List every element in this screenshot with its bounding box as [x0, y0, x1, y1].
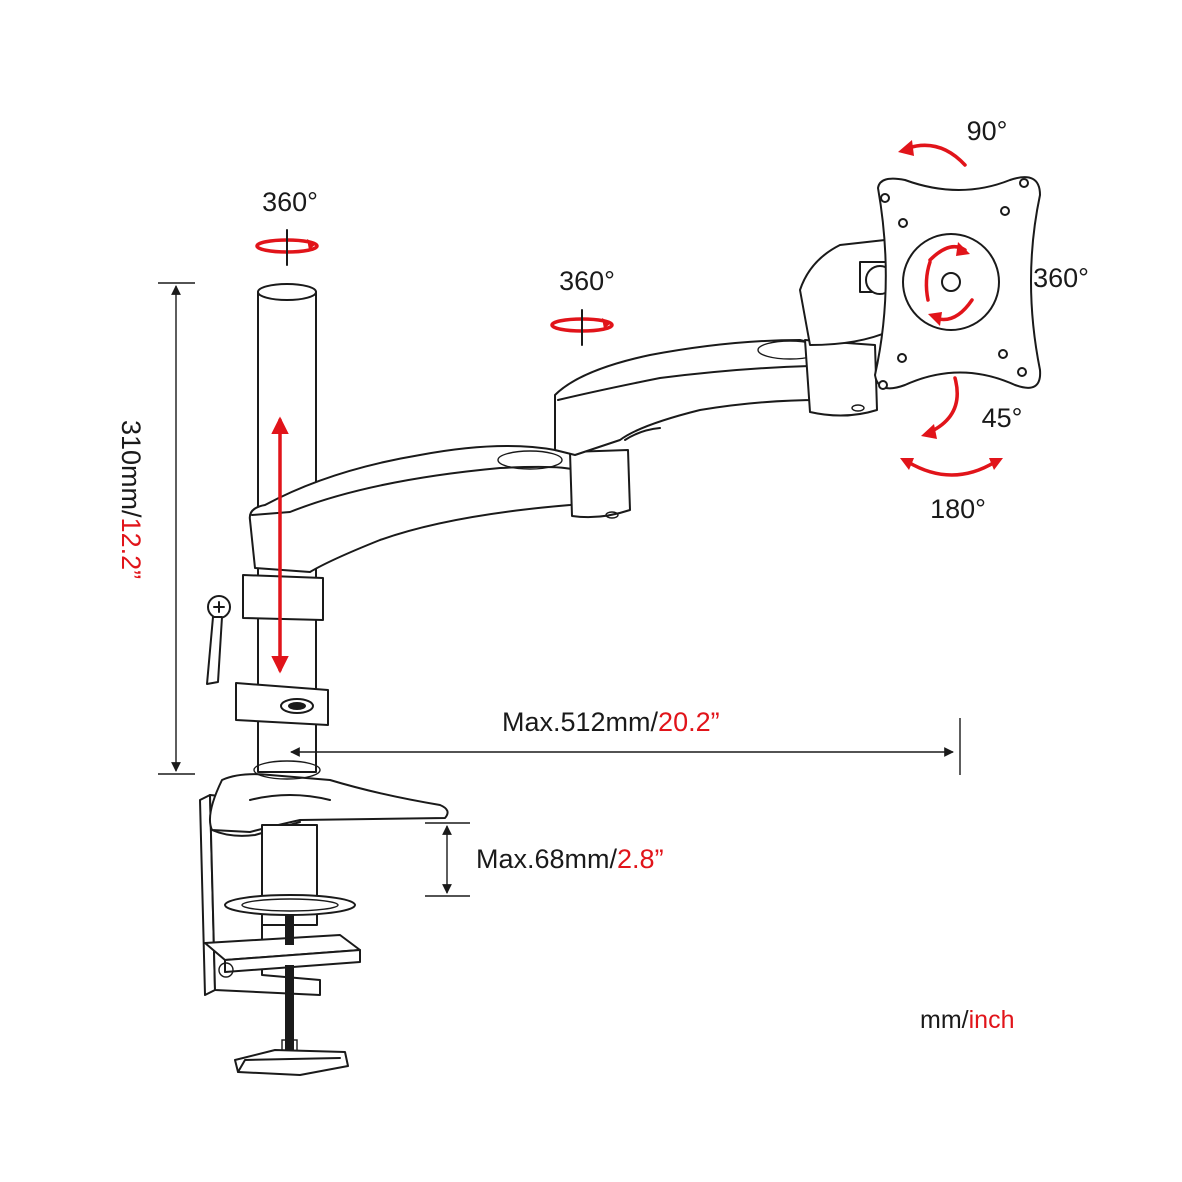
vesa-mounting-plate: [874, 176, 1042, 390]
units-metric: mm/: [920, 1006, 969, 1034]
vesa-holes: [878, 178, 1029, 390]
reach-dimension-line: [290, 718, 961, 775]
reach-metric: Max.512mm/: [502, 707, 659, 737]
arm-rotation-label: 360°: [559, 266, 615, 296]
plate-rotation-label: 360°: [1033, 263, 1089, 293]
height-dimension-label: 310mm/12.2”: [116, 420, 146, 579]
tilt-down-label: 45°: [982, 403, 1023, 433]
tilt-up-arrow-icon: [898, 140, 967, 167]
clamp-metric: Max.68mm/: [476, 844, 618, 874]
pole-rotation-label: 360°: [262, 187, 318, 217]
height-dimension-line: [158, 282, 195, 775]
clamp-dimension-label: Max.68mm/2.8”: [476, 844, 664, 874]
tilt-up-label: 90°: [967, 116, 1008, 146]
pole-rotation-icon: [255, 229, 319, 266]
swivel-label: 180°: [930, 494, 986, 524]
swivel-arrow-icon: [900, 458, 1003, 477]
units-legend: mm/inch: [920, 1006, 1014, 1034]
clamp-dimension-line: [425, 822, 470, 897]
units-imperial: inch: [969, 1006, 1015, 1034]
clamp-imperial: 2.8”: [617, 844, 664, 874]
height-metric: 310mm/: [116, 420, 146, 518]
reach-imperial: 20.2”: [658, 707, 720, 737]
arm-rotation-icon: [550, 309, 614, 346]
lower-arm: [248, 445, 631, 573]
plate-rotation-arrow-icon: [924, 242, 974, 326]
reach-dimension-label: Max.512mm/20.2”: [502, 707, 720, 737]
height-imperial: 12.2”: [116, 518, 146, 580]
tilt-down-arrow-icon: [921, 376, 959, 439]
upper-arm: [554, 239, 895, 456]
desk-clamp: [199, 773, 449, 1076]
